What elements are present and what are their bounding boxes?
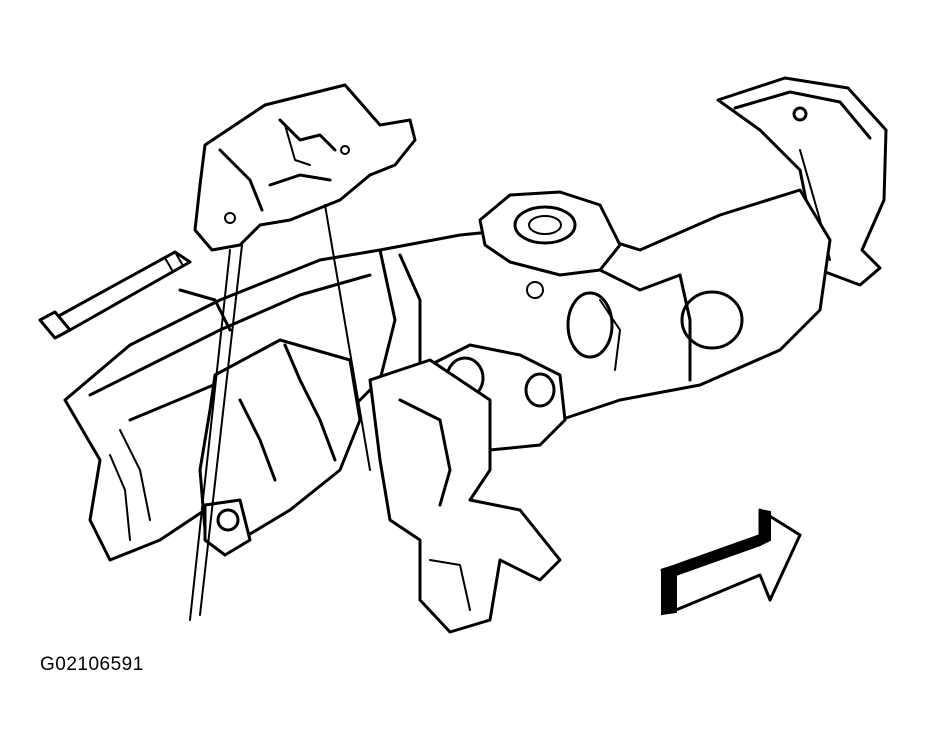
rear-crossmember-bracket <box>716 76 888 287</box>
engine-mount-bracket <box>193 83 417 252</box>
strut-mount-pad <box>478 190 622 277</box>
leader-lines <box>189 204 371 621</box>
figure-code: G02106591 <box>40 654 144 675</box>
support-bracket <box>368 358 562 634</box>
mount-bolt <box>38 250 192 340</box>
forward-arrow-icon <box>660 508 802 616</box>
lower-bracket-assembly <box>198 338 362 557</box>
